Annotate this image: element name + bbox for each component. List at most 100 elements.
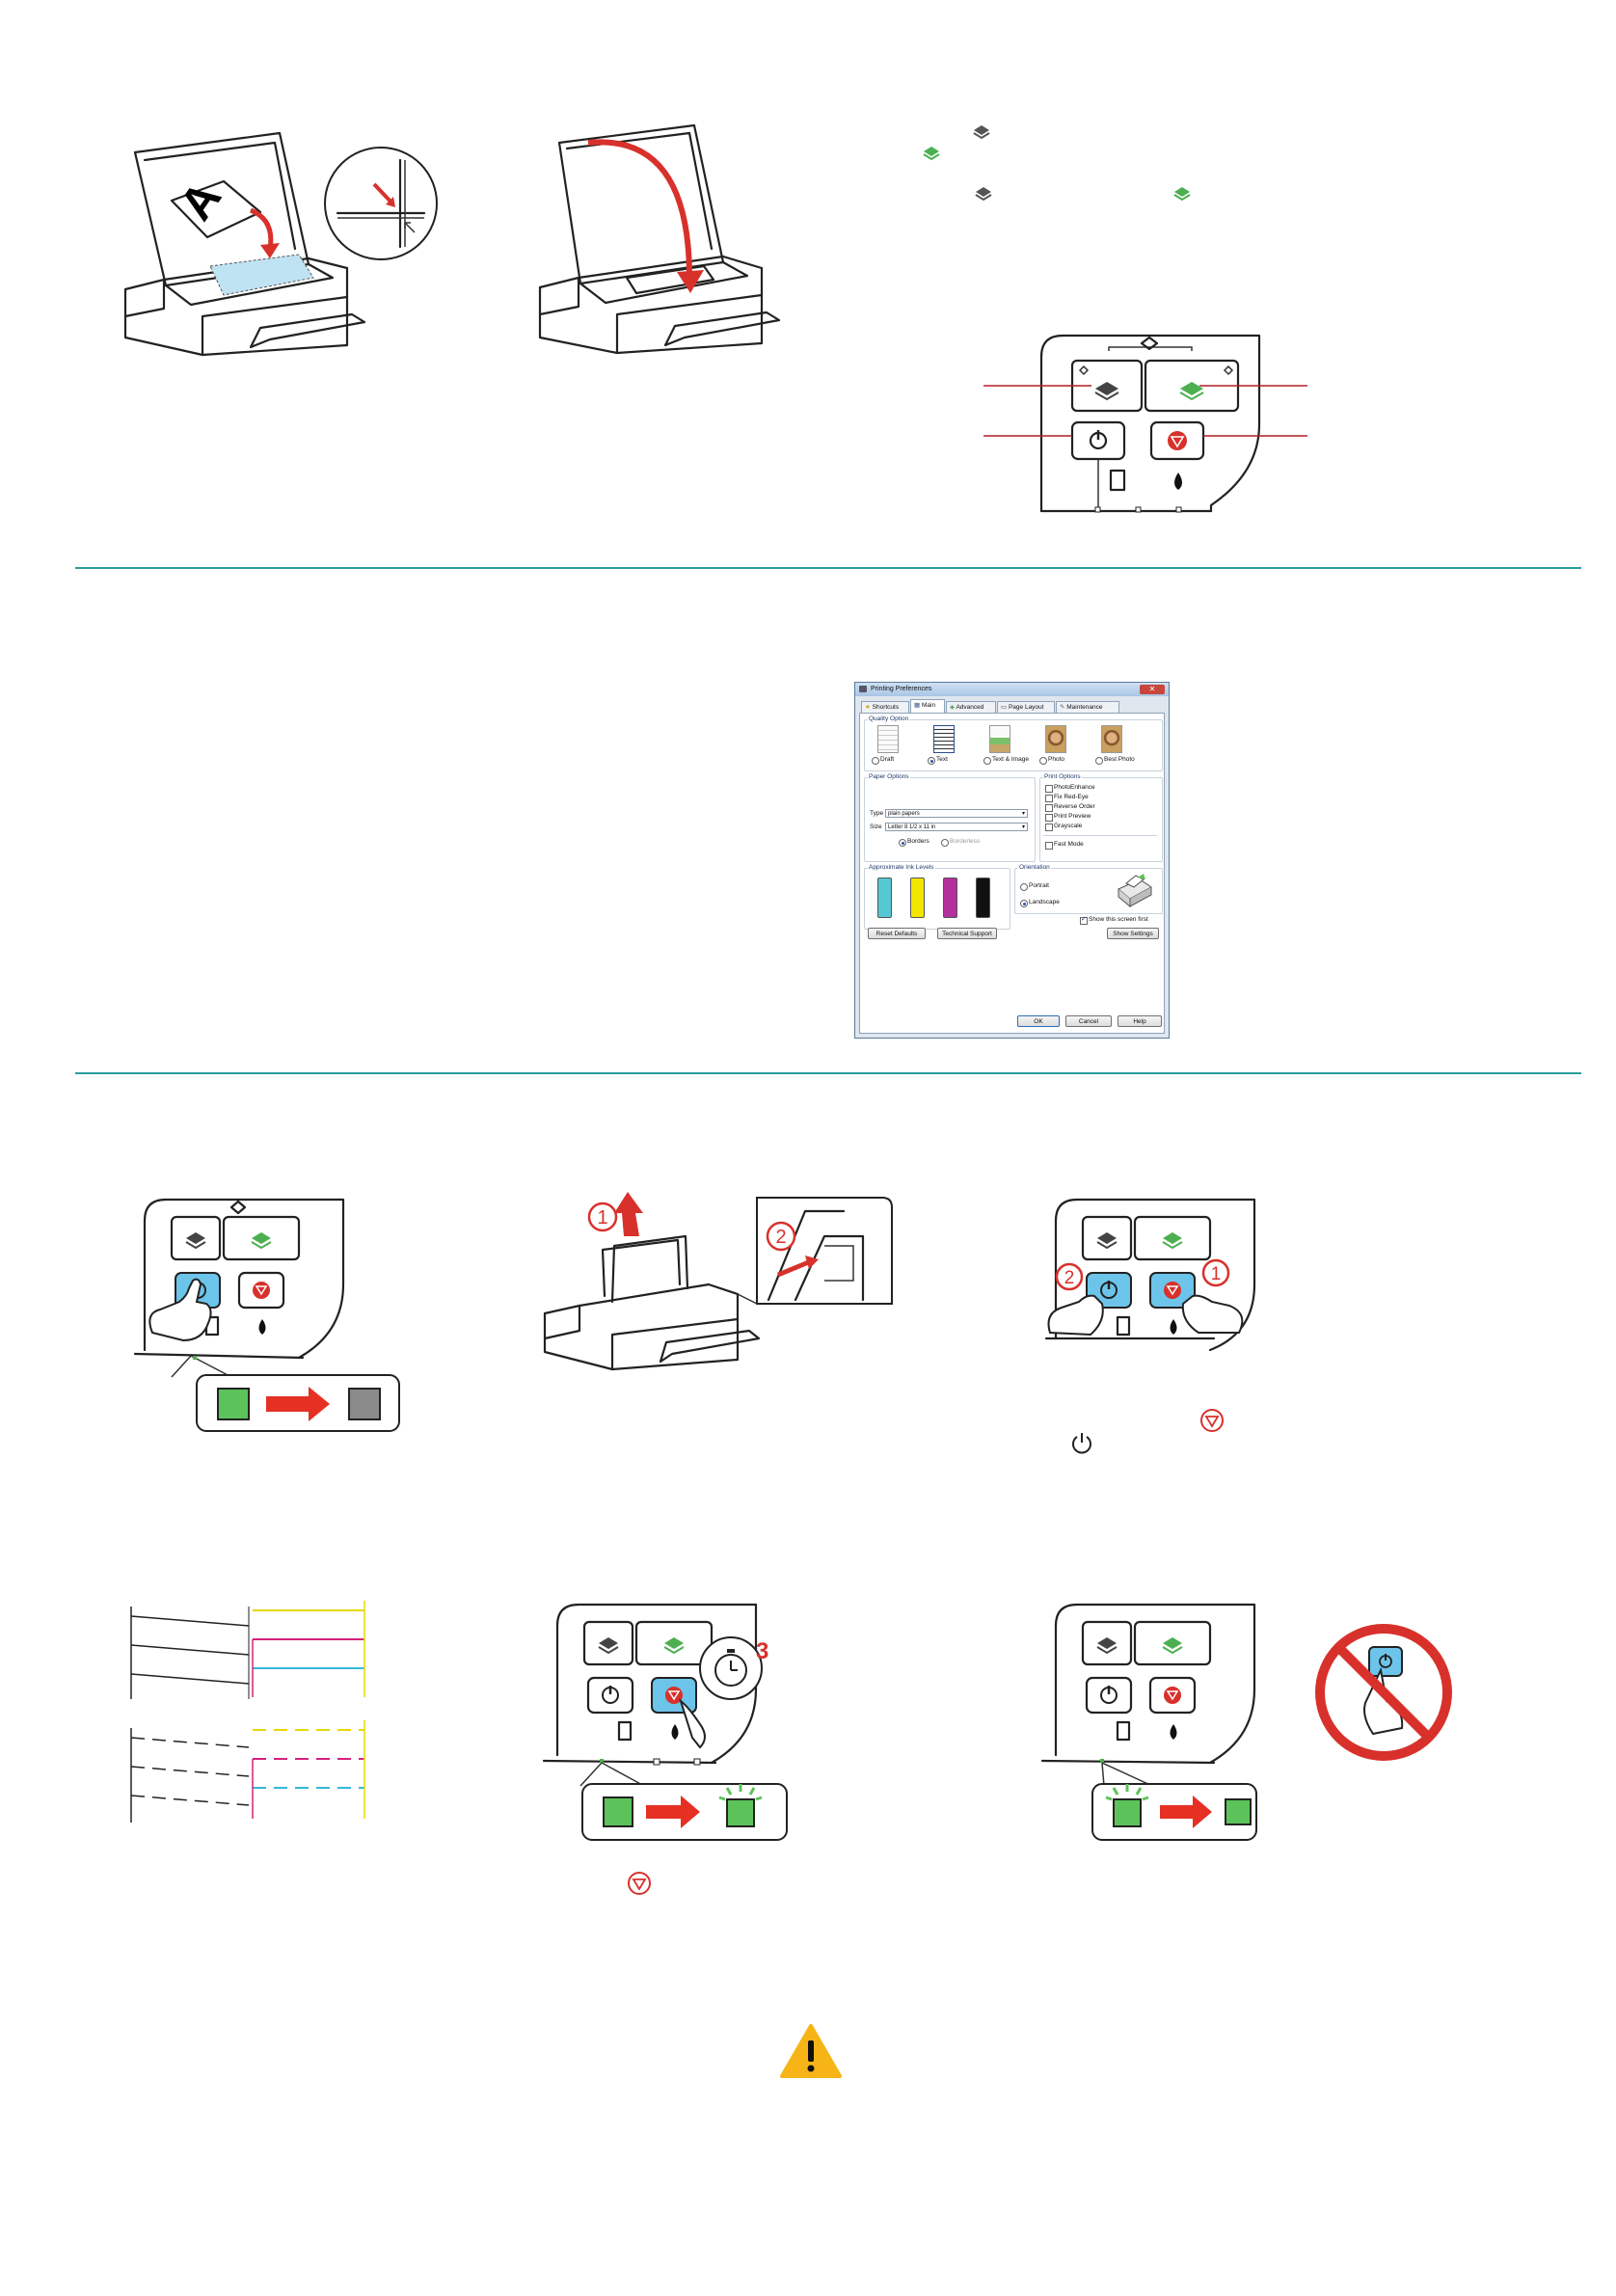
nozzle-check-pattern (130, 1601, 365, 1823)
grayscale-label: Grayscale (1054, 823, 1083, 829)
fix-red-eye-checkbox[interactable] (1045, 795, 1053, 802)
tab-main[interactable]: ▦ Main (910, 699, 945, 713)
label-text: Text (936, 756, 948, 763)
show-first-checkbox[interactable] (1080, 915, 1088, 925)
printer-icon (859, 686, 867, 692)
radio-landscape[interactable] (1020, 900, 1028, 907)
ink-magenta (943, 878, 957, 918)
radio-text[interactable] (928, 757, 935, 765)
fast-mode-label: Fast Mode (1054, 841, 1084, 848)
show-first-label: Show this screen first (1089, 916, 1148, 923)
grayscale-checkbox[interactable] (1045, 824, 1053, 831)
page-layout-icon: ▭ (1001, 704, 1008, 711)
step-1-badge-panel: 1 (1211, 1264, 1222, 1284)
fast-mode-checkbox[interactable] (1045, 842, 1053, 850)
ink-yellow (910, 878, 925, 918)
label-photo: Photo (1048, 756, 1064, 763)
scanner-close-lid-illustration (538, 123, 781, 355)
ink-black (976, 878, 990, 918)
label-landscape: Landscape (1029, 899, 1060, 905)
draft-quality-icon (877, 725, 899, 753)
help-button[interactable]: Help (1118, 1015, 1162, 1027)
type-label: Type (870, 810, 884, 817)
panel-stop-power-illustration: 2 1 (1044, 1198, 1256, 1352)
radio-portrait[interactable] (1020, 883, 1028, 891)
tab-page-layout[interactable]: ▭ Page Layout (997, 701, 1055, 713)
tab-shortcuts[interactable]: ★ Shortcuts (861, 701, 909, 713)
quality-option-label: Quality Option (868, 716, 910, 722)
label-borderless: Borderless (950, 838, 981, 845)
orientation-label: Orientation (1018, 864, 1051, 871)
print-preview-label: Print Preview (1054, 813, 1091, 820)
fix-red-eye-label: Fix Red-Eye (1054, 794, 1089, 800)
star-icon: ★ (865, 704, 871, 711)
control-panel-diagram (983, 334, 1307, 513)
scanner-place-original-illustration: A (123, 131, 366, 357)
wrench-icon: ✎ (1060, 704, 1065, 711)
size-label: Size (870, 824, 882, 830)
print-options-label: Print Options (1043, 773, 1082, 780)
paper-type-select[interactable]: plain papers (885, 809, 1028, 819)
radio-draft[interactable] (872, 757, 879, 765)
color-copy-icon-2 (1173, 187, 1191, 202)
stop-icon-inline (1200, 1409, 1224, 1432)
orientation-group (1014, 868, 1163, 914)
bad-pattern (130, 1720, 365, 1823)
close-button[interactable]: ✕ (1140, 685, 1165, 694)
label-draft: Draft (880, 756, 895, 763)
photoenhance-checkbox[interactable] (1045, 785, 1053, 793)
print-options-divider (1043, 835, 1157, 836)
bw-copy-icon-2 (975, 187, 992, 202)
corner-zoom-detail (324, 147, 438, 260)
best-photo-quality-icon (1101, 725, 1122, 753)
ok-button[interactable]: OK (1017, 1015, 1060, 1027)
dialog-titlebar: Printing Preferences ✕ (855, 683, 1169, 696)
label-text-image: Text & Image (992, 756, 1029, 763)
section-divider-2 (75, 1072, 1581, 1074)
panel-wait-illustration (1040, 1603, 1257, 1841)
advanced-tab-icon: ◈ (950, 704, 955, 711)
main-tab-icon: ▦ (914, 702, 921, 709)
section-divider-1 (75, 567, 1581, 569)
technical-support-button[interactable]: Technical Support (937, 928, 997, 939)
dialog-body: Quality Option Draft Text Text & Image P… (859, 713, 1165, 1034)
reverse-order-checkbox[interactable] (1045, 804, 1053, 812)
print-preview-checkbox[interactable] (1045, 814, 1053, 822)
show-settings-button[interactable]: Show Settings (1107, 928, 1159, 939)
printing-preferences-dialog: Printing Preferences ✕ ★ Shortcuts ▦ Mai… (854, 682, 1170, 1039)
step-1-badge: 1 (597, 1207, 607, 1229)
text-image-quality-icon (989, 725, 1010, 753)
photoenhance-label: PhotoEnhance (1054, 784, 1095, 791)
tab-advanced[interactable]: ◈ Advanced (946, 701, 996, 713)
paper-options-label: Paper Options (868, 773, 910, 780)
panel-power-off-illustration (133, 1198, 400, 1432)
paper-size-select[interactable]: Letter 8 1/2 x 11 in (885, 823, 1028, 832)
radio-borderless[interactable] (941, 839, 949, 847)
paper-options-group (864, 777, 1036, 862)
step-2-badge-panel: 2 (1064, 1268, 1075, 1288)
radio-best-photo[interactable] (1095, 757, 1103, 765)
bw-copy-icon (973, 125, 990, 140)
tab-maintenance[interactable]: ✎ Maintenance (1056, 701, 1119, 713)
label-borders: Borders (907, 838, 929, 845)
power-icon-inline (1072, 1433, 1091, 1454)
radio-borders[interactable] (899, 839, 906, 847)
hold-seconds-badge: 3 (756, 1638, 768, 1664)
reset-defaults-button[interactable]: Reset Defaults (868, 928, 926, 939)
warning-icon (780, 2024, 842, 2078)
text-quality-icon (933, 725, 955, 753)
radio-photo[interactable] (1039, 757, 1047, 765)
panel-hold-stop-illustration: 3 (542, 1603, 788, 1841)
step-2-badge: 2 (775, 1227, 786, 1248)
ink-cyan (877, 878, 892, 918)
good-pattern (130, 1601, 365, 1699)
photo-quality-icon (1045, 725, 1066, 753)
radio-text-image[interactable] (983, 757, 991, 765)
dialog-title: Printing Preferences (871, 686, 932, 692)
stop-icon-inline-2 (628, 1872, 651, 1895)
label-portrait: Portrait (1029, 882, 1049, 889)
color-copy-icon (923, 147, 940, 161)
load-paper-illustration: 1 2 (543, 1192, 893, 1371)
print-options-group (1039, 777, 1163, 862)
cancel-button[interactable]: Cancel (1065, 1015, 1112, 1027)
